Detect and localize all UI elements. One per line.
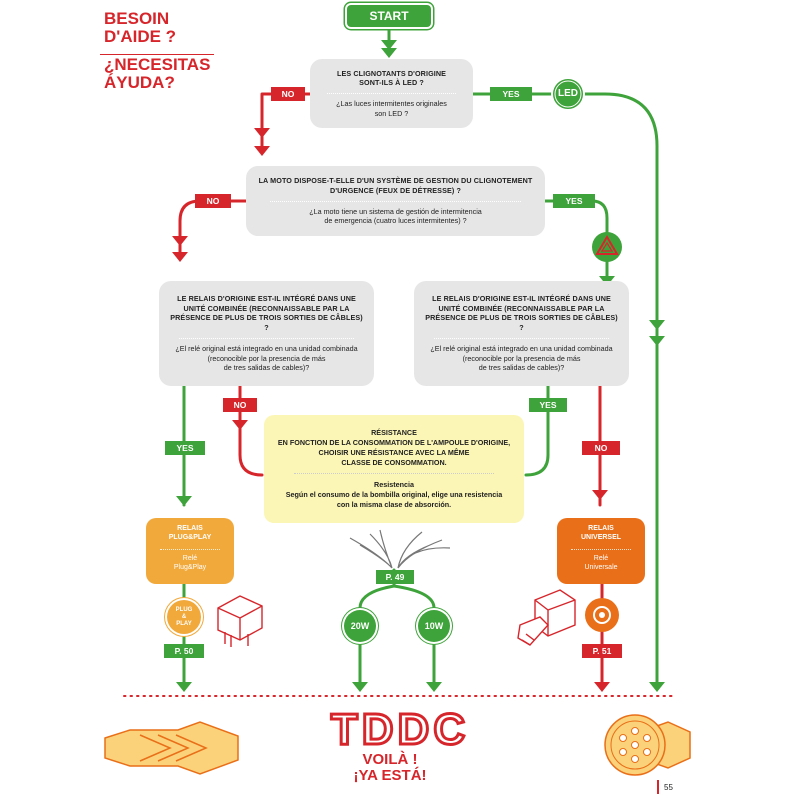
plug-and-play-badge: PLUG & PLAY [167, 600, 201, 634]
badge-10w: 10W [418, 610, 450, 642]
relay-plug-and-play: RELAIS PLUG&PLAY Relé Plug&Play [146, 518, 234, 584]
question-led: LES CLIGNOTANTS D'ORIGINE SONT-ILS À LED… [310, 59, 473, 128]
led-badge-circle [551, 77, 585, 111]
q2-no-path [178, 199, 248, 257]
right-blinker-icon [604, 714, 691, 776]
led-rail [583, 92, 659, 688]
page-number: 55 [664, 783, 673, 792]
badge-20w: 20W [344, 610, 376, 642]
left-blinker-icon [104, 721, 239, 775]
help-es: ¿NECESITAS ÁYUDA? [104, 55, 211, 92]
question-combined-unit-left: LE RELAIS D'ORIGINE EST-IL INTÉGRÉ DANS … [159, 281, 374, 386]
tddc-logo: TDDC [329, 708, 469, 750]
help-fr: BESOIN D'AIDE ? [104, 9, 177, 46]
question-combined-unit-right: LE RELAIS D'ORIGINE EST-IL INTÉGRÉ DANS … [414, 281, 629, 386]
final-message: VOILÀ ! ¡YA ESTÁ! [320, 752, 460, 784]
left-no-label: NO [223, 398, 257, 412]
final-es: ¡YA ESTÁ! [353, 767, 427, 784]
relay-universal: RELAIS UNIVERSEL Relé Universale [557, 518, 645, 584]
question-hazard: LA MOTO DISPOSE-T-ELLE D'UN SYSTÈME DE G… [246, 166, 545, 236]
left-no-path [238, 384, 264, 477]
q2-yes-label: YES [553, 194, 595, 208]
right-no-label: NO [582, 441, 620, 455]
right-yes-path [524, 384, 550, 477]
logo-text: TDDC [331, 708, 469, 750]
help-heading: BESOIN D'AIDE ? ¿NECESITAS ÁYUDA? [100, 9, 224, 92]
plug-page-ref: P. 50 [164, 644, 204, 658]
right-yes-label: YES [529, 398, 567, 412]
plug-relay-sketch [217, 595, 263, 647]
resistance-sketch [349, 529, 451, 569]
universal-page-ref: P. 51 [582, 644, 622, 658]
q1-yes-label: YES [490, 87, 532, 101]
resistance-page-ref: P. 49 [376, 570, 414, 584]
q2-no-label: NO [195, 194, 231, 208]
watt-down [358, 641, 436, 688]
q1-no-path [260, 92, 312, 150]
q1-no-label: NO [271, 87, 305, 101]
left-yes-label: YES [165, 441, 205, 455]
led-badge: LED [558, 88, 578, 99]
page-number-bar [657, 780, 659, 794]
resistance-box: RÉSISTANCE EN FONCTION DE LA CONSOMMATIO… [264, 415, 524, 523]
final-fr: VOILÀ ! [362, 751, 418, 768]
universal-relay-sketch [517, 589, 576, 646]
start-node: START [347, 5, 431, 27]
